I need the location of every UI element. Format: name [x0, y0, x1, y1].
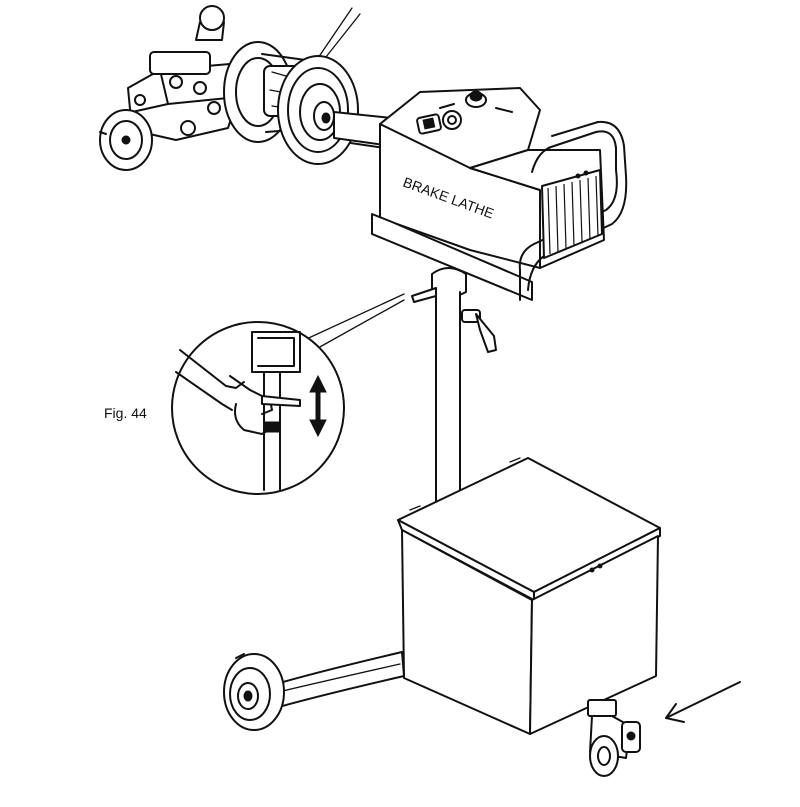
- rear-wheel-assembly: [223, 651, 405, 731]
- adjustment-handle[interactable]: [461, 309, 497, 353]
- base-cabinet: [397, 457, 661, 777]
- spindle-assembly: [99, 5, 399, 171]
- speed-dial[interactable]: [442, 110, 462, 130]
- swivel-caster: [587, 699, 641, 777]
- detail-callout: Fig. 44: [104, 293, 405, 495]
- pointer-arrow-icon: [665, 681, 741, 723]
- support-column: [411, 267, 497, 517]
- control-knob[interactable]: [465, 90, 487, 108]
- power-switch[interactable]: [416, 113, 442, 135]
- lathe-head: BRAKE LATHE: [371, 87, 628, 301]
- vent-grille: [547, 175, 599, 255]
- figure-caption: Fig. 44: [104, 405, 147, 421]
- up-down-arrow-icon: [309, 374, 327, 438]
- height-lock-lever[interactable]: [411, 287, 437, 303]
